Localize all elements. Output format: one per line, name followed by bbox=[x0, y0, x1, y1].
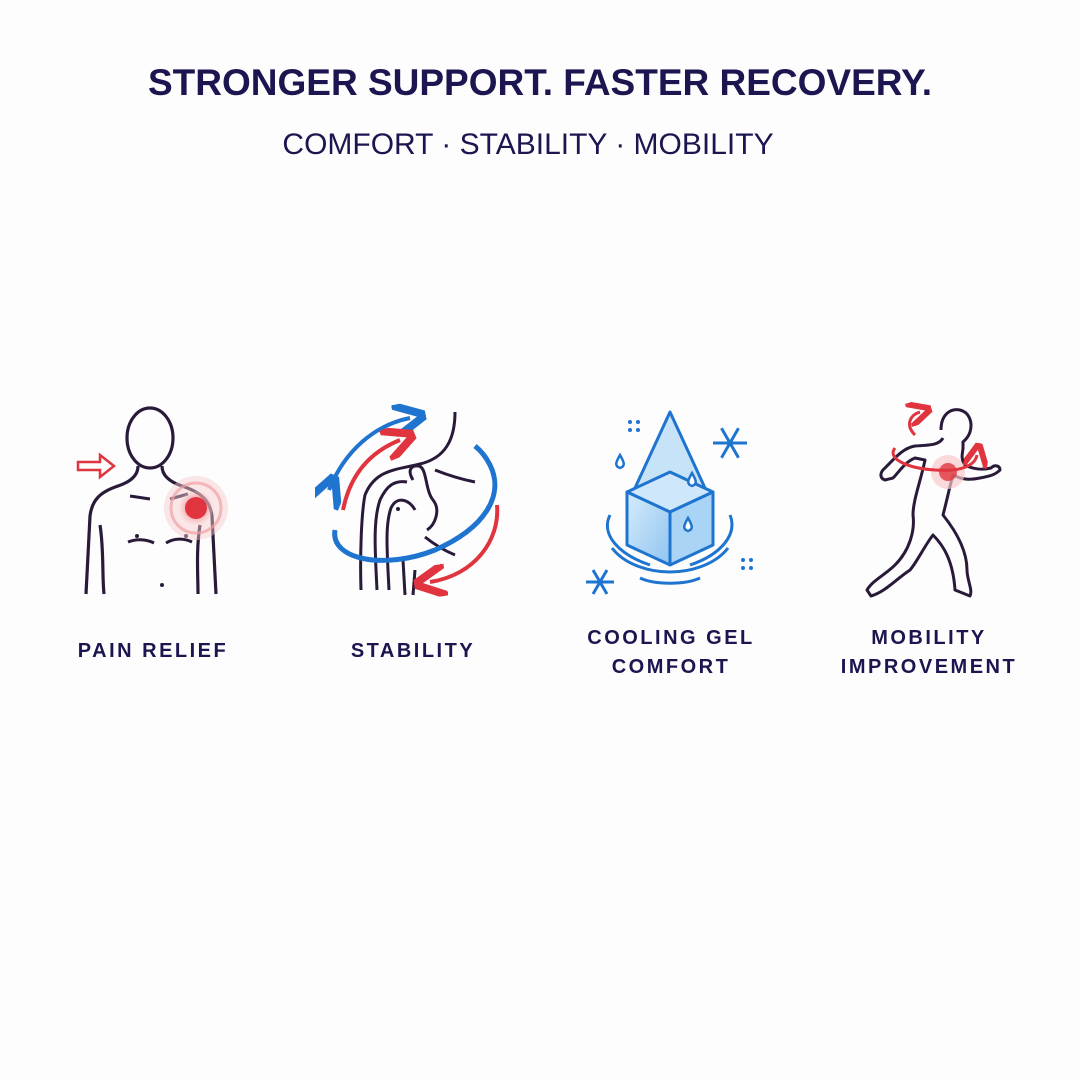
feature-label-line: IMPROVEMENT bbox=[840, 656, 1018, 678]
feature-label-mobility: MOBILITY IMPROVEMENT bbox=[799, 624, 1059, 682]
feature-label-pain-relief: PAIN RELIEF bbox=[77, 640, 229, 662]
joint-stability-icon bbox=[315, 400, 500, 600]
feature-label-cooling-gel: COOLING GEL COMFORT bbox=[541, 624, 801, 682]
headline: STRONGER SUPPORT. FASTER RECOVERY. bbox=[148, 62, 932, 103]
cooling-gel-icon bbox=[586, 410, 753, 595]
feature-label-line: COOLING GEL bbox=[587, 627, 755, 649]
snowflake-icon bbox=[586, 569, 614, 595]
subline: COMFORT · STABILITY · MOBILITY bbox=[282, 128, 774, 161]
shoulder-pain-icon bbox=[76, 406, 228, 595]
feature-label-line: MOBILITY bbox=[871, 627, 987, 649]
feature-label-stability: STABILITY bbox=[350, 640, 476, 662]
running-mobility-icon bbox=[865, 400, 1002, 598]
feature-label-line: COMFORT bbox=[611, 656, 731, 678]
snowflake-icon bbox=[713, 427, 747, 459]
